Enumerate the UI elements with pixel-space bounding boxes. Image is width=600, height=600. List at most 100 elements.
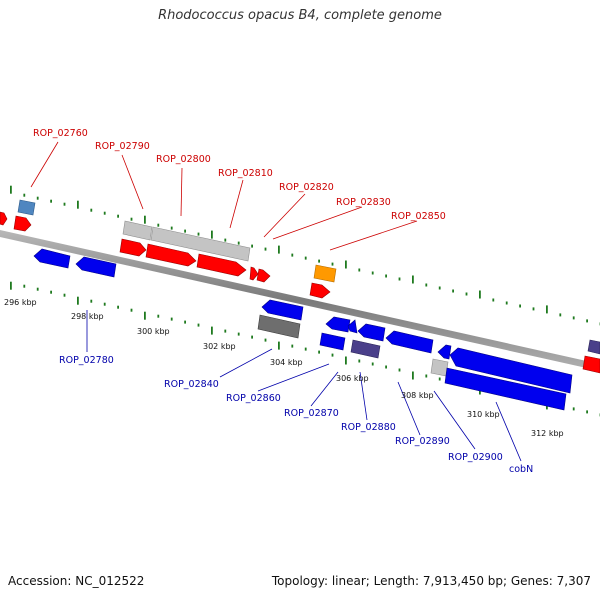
gene-label-forward[interactable]: ROP_02850 bbox=[391, 211, 446, 222]
gene-blue-1[interactable] bbox=[33, 248, 71, 269]
minor-tick bbox=[318, 259, 320, 263]
gene-label-reverse[interactable]: ROP_02780 bbox=[59, 355, 114, 366]
minor-tick bbox=[291, 253, 294, 257]
gene-gray-1[interactable] bbox=[122, 220, 153, 241]
minor-tick bbox=[438, 377, 441, 381]
minor-tick bbox=[224, 238, 227, 242]
gene-label-forward[interactable]: ROP_02820 bbox=[279, 182, 334, 193]
minor-tick bbox=[90, 299, 93, 303]
gene-ROP_02900-arrow[interactable] bbox=[385, 330, 434, 354]
reverse-leader-lines bbox=[86, 310, 522, 462]
major-tick bbox=[479, 290, 481, 299]
major-tick bbox=[278, 341, 280, 350]
gene-edge-right-arrow[interactable] bbox=[582, 355, 600, 374]
minor-tick bbox=[532, 307, 535, 311]
scale-label: 304 kbp bbox=[270, 358, 303, 367]
gene-ROP_02760-arrow[interactable] bbox=[13, 215, 32, 232]
gene-label-reverse[interactable]: ROP_02890 bbox=[395, 436, 450, 447]
scale-label: 302 kbp bbox=[203, 342, 236, 351]
major-tick bbox=[546, 305, 548, 314]
scale-label: 300 kbp bbox=[137, 327, 170, 336]
gene-label-reverse[interactable]: ROP_02880 bbox=[341, 422, 396, 433]
minor-tick bbox=[157, 223, 160, 227]
major-tick bbox=[278, 245, 280, 254]
gene-purple-2[interactable] bbox=[587, 339, 600, 355]
minor-tick bbox=[586, 410, 588, 414]
minor-tick bbox=[358, 359, 361, 363]
gene-label-reverse[interactable]: ROP_02840 bbox=[164, 379, 219, 390]
gene-ROP_02830-arrow[interactable] bbox=[256, 268, 271, 283]
minor-tick bbox=[23, 284, 26, 288]
reverse-genes bbox=[33, 248, 573, 411]
accession-text: Accession: NC_012522 bbox=[8, 574, 145, 588]
major-tick bbox=[144, 215, 146, 224]
gene-ROP_02800-arrow[interactable] bbox=[145, 243, 197, 267]
upper-tick-track bbox=[10, 185, 600, 326]
gene-ROP_02760-box[interactable] bbox=[17, 199, 36, 216]
major-tick bbox=[211, 230, 213, 239]
gene-gray-2[interactable] bbox=[150, 226, 251, 262]
minor-tick bbox=[36, 196, 39, 200]
gene-ROP_02810-arrow[interactable] bbox=[196, 253, 247, 277]
minor-tick bbox=[572, 407, 575, 411]
minor-tick bbox=[237, 332, 240, 336]
gene-label-reverse[interactable]: ROP_02870 bbox=[284, 408, 339, 419]
gene-gray-3[interactable] bbox=[430, 358, 449, 377]
minor-tick bbox=[559, 313, 562, 317]
other-genes bbox=[17, 199, 600, 377]
gene-label-forward[interactable]: ROP_02790 bbox=[95, 141, 150, 152]
gene-orange[interactable] bbox=[313, 264, 337, 283]
gene-ROP_02870-arrow[interactable] bbox=[319, 332, 346, 351]
minor-tick bbox=[586, 319, 588, 323]
topology-summary-text: Topology: linear; Length: 7,913,450 bp; … bbox=[271, 574, 591, 588]
gene-ROP_02820-arrow[interactable] bbox=[249, 266, 259, 281]
minor-tick bbox=[36, 287, 39, 291]
gene-cobN-arrow[interactable] bbox=[437, 344, 452, 360]
gene-label-reverse[interactable]: cobN bbox=[509, 464, 533, 475]
minor-tick bbox=[170, 317, 173, 321]
gene-label-forward[interactable]: ROP_02810 bbox=[218, 168, 273, 179]
major-tick bbox=[345, 356, 347, 365]
minor-tick bbox=[572, 316, 575, 320]
gene-label-reverse[interactable]: ROP_02860 bbox=[226, 393, 281, 404]
minor-tick bbox=[224, 329, 227, 333]
gene-edge-left-arrow[interactable] bbox=[0, 211, 8, 226]
gene-ROP_02790-arrow[interactable] bbox=[119, 238, 147, 257]
gene-label-forward[interactable]: ROP_02830 bbox=[336, 197, 391, 208]
minor-tick bbox=[237, 241, 240, 245]
minor-tick bbox=[371, 362, 374, 366]
scale-label: 296 kbp bbox=[4, 298, 37, 307]
minor-tick bbox=[385, 274, 387, 278]
gene-label-forward[interactable]: ROP_02800 bbox=[156, 154, 211, 165]
gene-purple-1[interactable] bbox=[350, 339, 381, 359]
gene-ROP_02880-arrow[interactable] bbox=[347, 319, 358, 334]
minor-tick bbox=[465, 292, 468, 296]
major-tick bbox=[412, 371, 414, 380]
genome-backbone bbox=[0, 230, 600, 371]
minor-tick bbox=[371, 271, 374, 275]
gene-ROP_02850-arrow[interactable] bbox=[309, 282, 331, 299]
minor-tick bbox=[385, 365, 387, 369]
minor-tick bbox=[438, 286, 441, 290]
major-tick bbox=[10, 281, 12, 290]
gene-ROP_02890-arrow[interactable] bbox=[357, 323, 386, 342]
gene-blue-2[interactable] bbox=[75, 256, 117, 278]
gene-ROP_02860-arrow[interactable] bbox=[325, 316, 351, 333]
minor-tick bbox=[492, 298, 495, 302]
gene-ROP_02840-arrow[interactable] bbox=[261, 299, 304, 321]
gene-label-reverse[interactable]: ROP_02900 bbox=[448, 452, 503, 463]
gene-dark-gray[interactable] bbox=[257, 314, 301, 339]
minor-tick bbox=[170, 226, 173, 230]
gene-blue-long-2[interactable] bbox=[444, 367, 567, 411]
reverse-gene-labels: ROP_02780 ROP_02840 ROP_02860 ROP_02870 … bbox=[59, 355, 533, 475]
gene-label-forward[interactable]: ROP_02760 bbox=[33, 128, 88, 139]
scale-label: 306 kbp bbox=[336, 374, 369, 383]
minor-tick bbox=[331, 262, 334, 266]
major-tick bbox=[77, 200, 79, 209]
gene-blue-long-1[interactable] bbox=[449, 347, 573, 394]
minor-tick bbox=[63, 293, 66, 297]
minor-tick bbox=[398, 368, 401, 372]
minor-tick bbox=[63, 202, 66, 206]
minor-tick bbox=[425, 374, 428, 378]
scale-label: 298 kbp bbox=[71, 312, 104, 321]
